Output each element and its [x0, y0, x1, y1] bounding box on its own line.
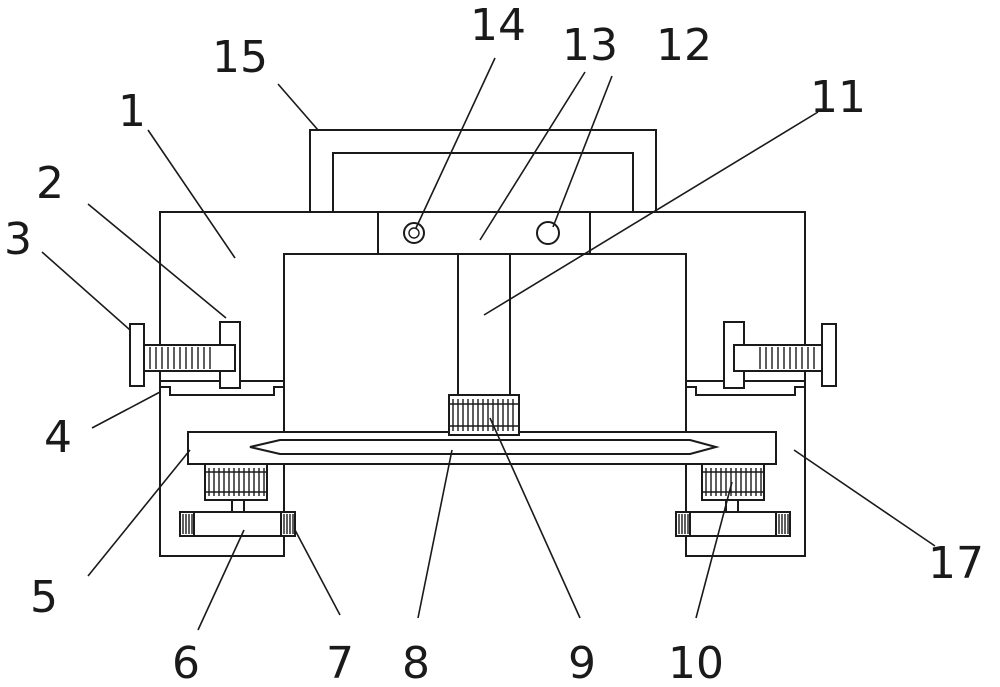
label-13: 13: [562, 20, 618, 71]
label-8: 8: [402, 638, 430, 687]
main-housing: [159, 211, 806, 557]
reference-labels: 1 2 3 4 5 6 7 8 9 10 11 12 13 14 15 17: [4, 0, 984, 687]
label-2: 2: [36, 158, 64, 209]
label-6: 6: [172, 638, 200, 687]
label-3: 3: [4, 214, 32, 265]
label-10: 10: [668, 638, 724, 687]
label-15: 15: [212, 32, 268, 83]
left-lower-gear: [179, 463, 296, 537]
label-1: 1: [118, 86, 146, 137]
label-4: 4: [44, 412, 72, 463]
label-11: 11: [810, 72, 866, 123]
left-clamp-assembly: [129, 321, 284, 396]
bolt-small: [403, 222, 425, 244]
label-14: 14: [470, 0, 526, 51]
vertical-shaft: [457, 254, 511, 395]
label-7: 7: [326, 638, 354, 687]
right-clamp-assembly: [686, 321, 837, 396]
right-lower-gear: [675, 463, 791, 537]
label-9: 9: [568, 638, 596, 687]
leader-lines: [41, 57, 936, 631]
label-5: 5: [30, 572, 58, 623]
label-17: 17: [928, 538, 984, 589]
cross-bar: [187, 394, 777, 465]
bolt-large: [536, 221, 560, 245]
label-12: 12: [656, 20, 712, 71]
handle: [309, 129, 657, 213]
